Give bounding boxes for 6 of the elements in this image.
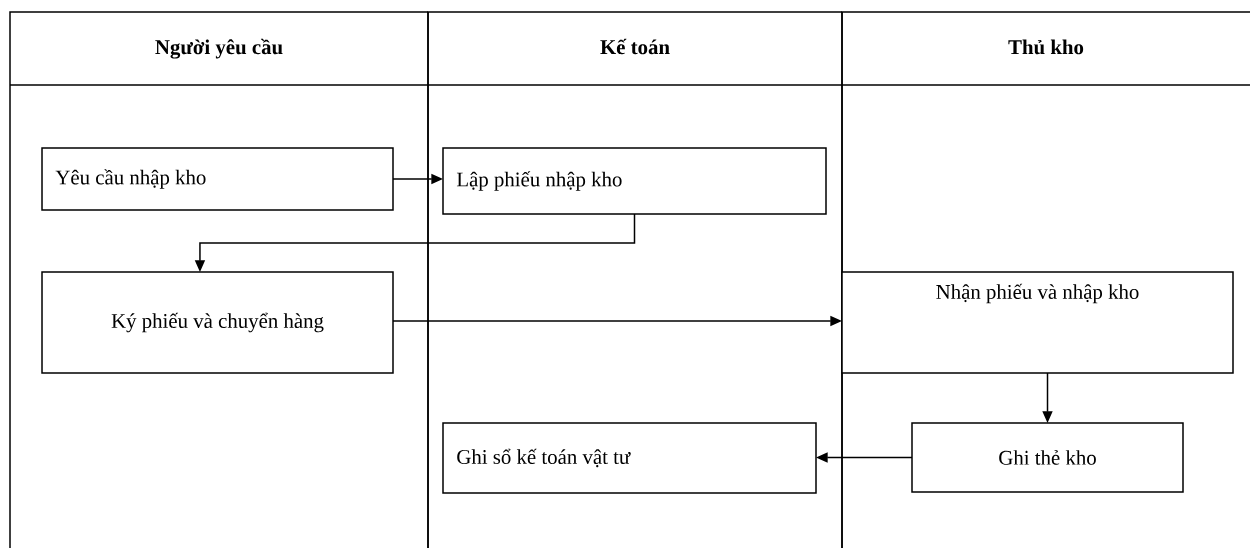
- process-box: Ghi thẻ kho: [911, 422, 1184, 493]
- process-box: Nhận phiếu và nhập kho: [841, 271, 1234, 374]
- process-box: Lập phiếu nhập kho: [442, 147, 827, 215]
- process-box: Ký phiếu và chuyển hàng: [41, 271, 394, 374]
- process-box: Yêu cầu nhập kho: [41, 147, 394, 211]
- process-box: Ghi sổ kế toán vật tư: [442, 422, 817, 494]
